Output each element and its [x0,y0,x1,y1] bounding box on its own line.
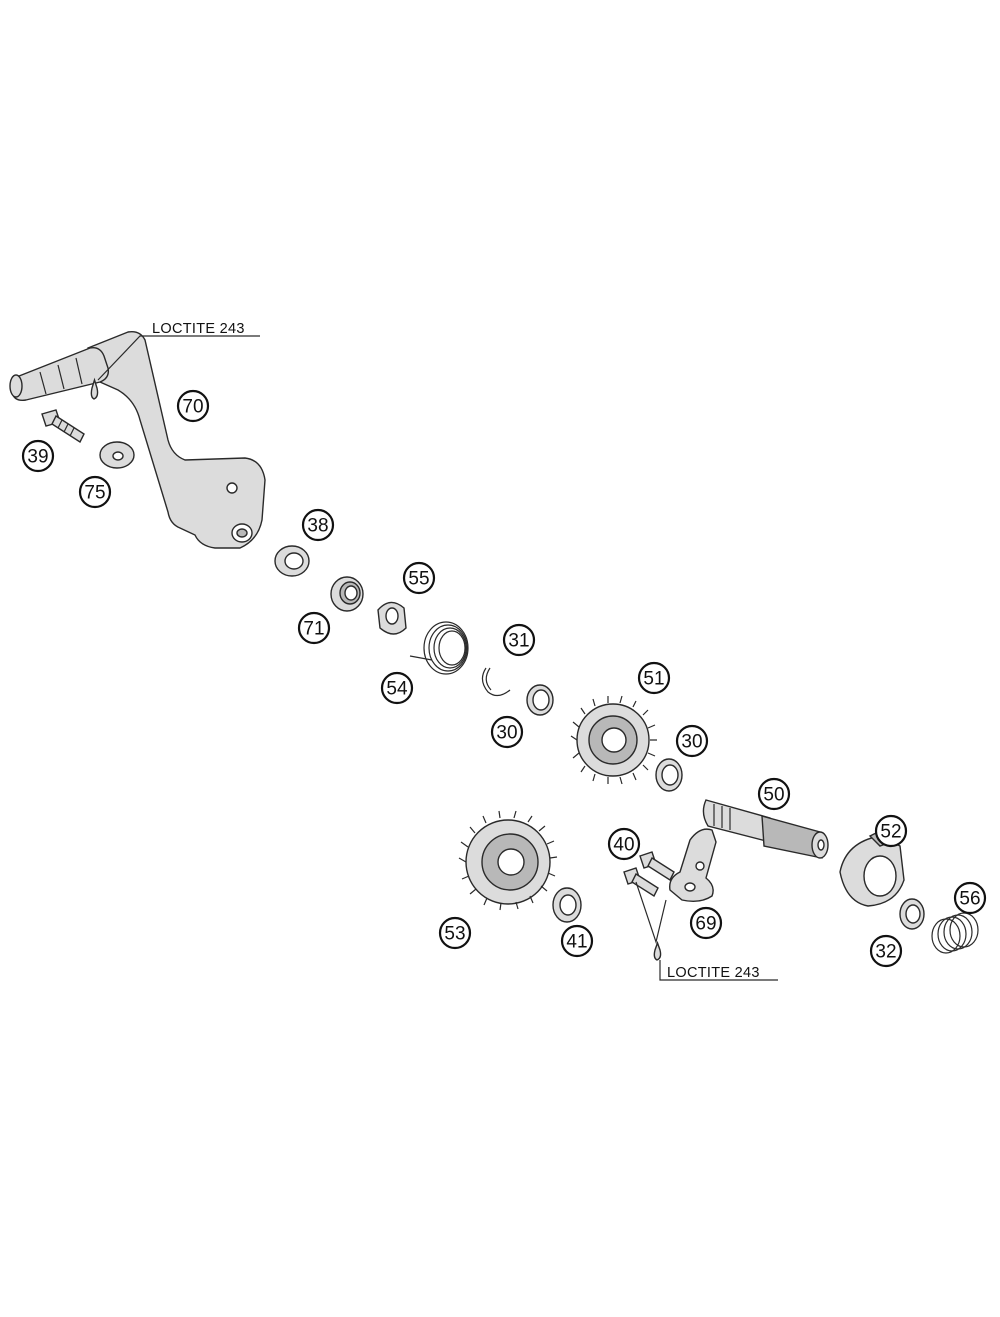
gear-53 [458,810,558,911]
svg-text:51: 51 [643,669,664,690]
loctite-drop-icon [90,377,99,400]
torsion-spring-54 [409,621,469,675]
loctite-top-leader [97,335,260,381]
callout-54: 54 [380,671,414,705]
svg-text:31: 31 [508,631,529,652]
callout-41: 41 [560,924,594,958]
loctite-drop-icon [653,940,662,961]
bracket-69 [669,828,717,903]
svg-text:40: 40 [613,835,634,856]
svg-text:54: 54 [386,679,408,700]
callout-71: 71 [297,611,331,645]
washer-41 [552,887,582,923]
circlip-31 [481,667,511,697]
callout-30-upper: 30 [490,715,524,749]
spring-56 [931,912,979,954]
screws-40 [623,851,675,898]
svg-text:39: 39 [27,447,48,468]
bolt-39 [41,409,85,444]
callout-39: 39 [21,439,55,473]
callout-52: 52 [874,814,908,848]
washer-30-upper [526,684,554,716]
svg-text:56: 56 [959,889,980,910]
kick-starter-shaft-50 [702,799,829,859]
callout-50: 50 [757,777,791,811]
svg-text:71: 71 [303,619,324,640]
callout-69: 69 [689,906,723,940]
callout-38: 38 [301,508,335,542]
washer-75 [99,441,135,469]
screws-40-leader [635,881,667,945]
svg-text:75: 75 [84,483,105,504]
seal-ring-38 [274,545,310,577]
svg-text:32: 32 [875,942,896,963]
loctite-note-top: LOCTITE 243 [152,321,245,337]
washer-32 [899,898,925,930]
callout-31: 31 [502,623,536,657]
svg-text:55: 55 [408,569,429,590]
svg-text:70: 70 [182,397,203,418]
svg-text:50: 50 [763,785,784,806]
svg-text:30: 30 [681,732,702,753]
callout-55: 55 [402,561,436,595]
callout-40: 40 [607,827,641,861]
loctite-note-bottom: LOCTITE 243 [667,965,760,981]
idler-gear-51 [570,695,657,785]
kick-starter-lever [9,330,266,549]
loctite-bottom-leader [659,960,778,981]
spring-guide-55 [377,601,407,635]
callout-56: 56 [953,881,987,915]
callout-75: 75 [78,475,112,509]
svg-text:69: 69 [695,914,716,935]
washer-30-lower [655,758,683,792]
callout-30-lower: 30 [675,724,709,758]
svg-text:52: 52 [880,822,901,843]
svg-text:53: 53 [444,924,465,945]
callout-32: 32 [869,934,903,968]
svg-text:38: 38 [307,516,328,537]
svg-text:41: 41 [566,932,587,953]
callout-53: 53 [438,916,472,950]
svg-text:30: 30 [496,723,517,744]
bushing-71 [330,576,364,612]
callout-70: 70 [176,389,210,423]
callout-51: 51 [637,661,671,695]
